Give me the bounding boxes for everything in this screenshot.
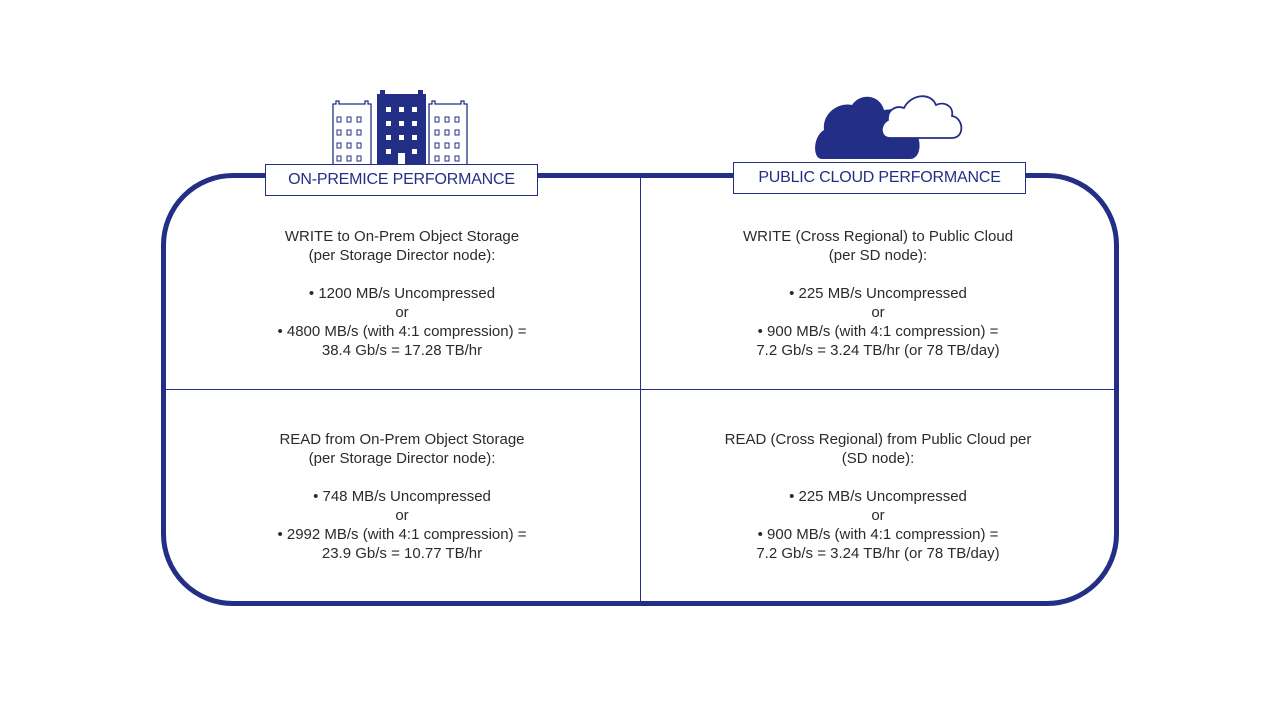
compressed-rate-detail: 23.9 Gb/s = 10.77 TB/hr [321, 545, 483, 562]
compressed-rate-detail: 7.2 Gb/s = 3.24 TB/hr (or 78 TB/day) [756, 545, 1000, 562]
uncompressed-rate: • 748 MB/s Uncompressed [313, 488, 491, 505]
cell-subheading: (SD node): [841, 450, 915, 467]
or-text: or [395, 507, 409, 524]
cell-heading: READ (Cross Regional) from Public Cloud … [724, 431, 1032, 448]
spacer [166, 468, 638, 487]
compressed-rate: • 900 MB/s (with 4:1 compression) = [757, 526, 999, 543]
uncompressed-rate: • 225 MB/s Uncompressed [789, 488, 967, 505]
cloud-read-cell: READ (Cross Regional) from Public Cloud … [642, 430, 1114, 563]
cell-heading: READ from On-Prem Object Storage [279, 431, 525, 448]
cell-subheading: (per Storage Director node): [308, 247, 496, 264]
cloud-write-cell: WRITE (Cross Regional) to Public Cloud (… [642, 227, 1114, 360]
spacer [166, 265, 638, 284]
horizontal-divider [164, 389, 1116, 390]
vertical-divider [640, 176, 641, 604]
public-cloud-performance-label: PUBLIC CLOUD PERFORMANCE [733, 162, 1026, 194]
cell-heading: WRITE to On-Prem Object Storage [284, 228, 520, 245]
spacer [642, 265, 1114, 284]
or-text: or [395, 304, 409, 321]
spacer [642, 468, 1114, 487]
compressed-rate: • 2992 MB/s (with 4:1 compression) = [277, 526, 527, 543]
compressed-rate-detail: 38.4 Gb/s = 17.28 TB/hr [321, 342, 483, 359]
or-text: or [871, 304, 885, 321]
cell-subheading: (per Storage Director node): [308, 450, 496, 467]
or-text: or [871, 507, 885, 524]
buildings-icon [332, 90, 468, 165]
on-prem-write-cell: WRITE to On-Prem Object Storage (per Sto… [166, 227, 638, 360]
on-prem-read-cell: READ from On-Prem Object Storage (per St… [166, 430, 638, 563]
compressed-rate-detail: 7.2 Gb/s = 3.24 TB/hr (or 78 TB/day) [756, 342, 1000, 359]
on-premise-performance-label: ON-PREMICE PERFORMANCE [265, 164, 538, 196]
cloud-icon [815, 95, 963, 159]
cell-subheading: (per SD node): [828, 247, 928, 264]
compressed-rate: • 4800 MB/s (with 4:1 compression) = [277, 323, 527, 340]
uncompressed-rate: • 225 MB/s Uncompressed [789, 285, 967, 302]
cell-heading: WRITE (Cross Regional) to Public Cloud [742, 228, 1014, 245]
uncompressed-rate: • 1200 MB/s Uncompressed [308, 285, 496, 302]
compressed-rate: • 900 MB/s (with 4:1 compression) = [757, 323, 999, 340]
